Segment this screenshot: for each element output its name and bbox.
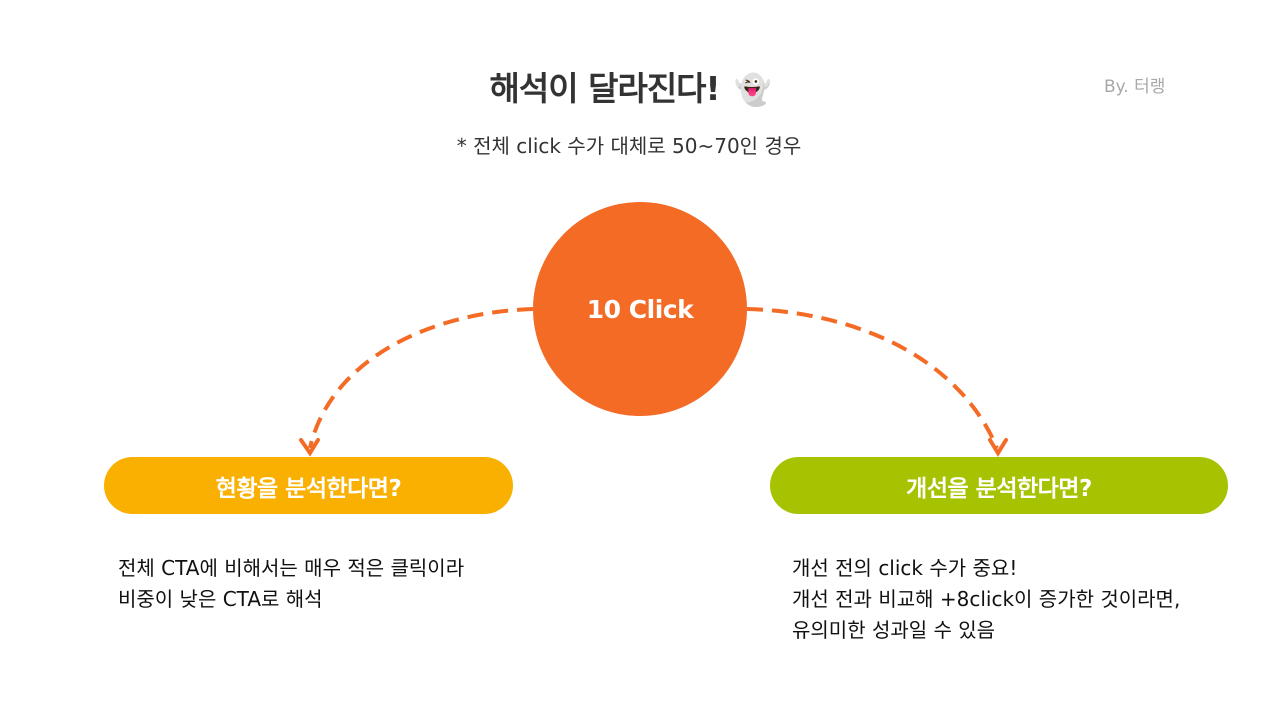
description-line: 비중이 낮은 CTA로 해석	[118, 587, 323, 611]
branch-current-description: 전체 CTA에 비해서는 매우 적은 클릭이라 비중이 낮은 CTA로 해석	[118, 553, 464, 615]
branch-current-analysis: 현황을 분석한다면?	[104, 457, 513, 514]
subtitle: * 전체 click 수가 대체로 50~70인 경우	[456, 134, 802, 158]
author-credit: By. 터랭	[1104, 77, 1166, 97]
description-line: 개선 전의 click 수가 중요!	[792, 556, 1018, 580]
center-node: 10 Click	[533, 202, 747, 416]
center-node-label: 10 Click	[586, 294, 694, 324]
branch-label: 현황을 분석한다면?	[215, 475, 402, 502]
arrowhead-left-icon	[299, 438, 320, 457]
arrowhead-right-icon	[988, 438, 1008, 457]
branch-improvement-analysis: 개선을 분석한다면?	[770, 457, 1228, 514]
connector-right-arrow	[746, 307, 999, 449]
branch-label: 개선을 분석한다면?	[906, 475, 1092, 502]
branch-improvement-description: 개선 전의 click 수가 중요! 개선 전과 비교해 +8click이 증가…	[792, 553, 1180, 646]
title-text: 해석이 달라진다!	[489, 69, 721, 108]
page-title: 해석이 달라진다! 👻	[0, 62, 1260, 110]
description-line: 전체 CTA에 비해서는 매우 적은 클릭이라	[118, 556, 465, 580]
description-line: 개선 전과 비교해 +8click이 증가한 것이라면,	[792, 587, 1181, 611]
connector-left-arrow	[308, 307, 534, 449]
description-line: 유의미한 성과일 수 있음	[792, 618, 996, 642]
ghost-icon: 👻	[734, 73, 771, 108]
